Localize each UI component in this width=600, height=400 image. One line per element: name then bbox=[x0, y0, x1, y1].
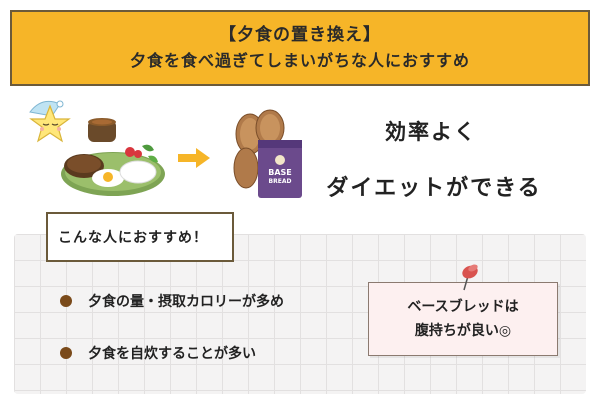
bread-label-main: BASE bbox=[268, 168, 292, 177]
base-bread-package-icon: BASE BREAD bbox=[226, 106, 308, 202]
header-banner: 【夕食の置き換え】 夕食を食べ過ぎてしまいがちな人におすすめ bbox=[10, 10, 590, 86]
list-item: 夕食を自炊することが多い bbox=[60, 340, 360, 366]
catch-line-2: ダイエットができる bbox=[326, 176, 542, 201]
recommend-list: 夕食の量・摂取カロリーが多め 夕食を自炊することが多い bbox=[60, 288, 360, 392]
bullet-dot-icon bbox=[60, 295, 72, 307]
dinner-plate-icon bbox=[58, 116, 168, 198]
bullet-dot-icon bbox=[60, 347, 72, 359]
list-item-text: 夕食を自炊することが多い bbox=[88, 346, 256, 362]
bread-label-sub: BREAD bbox=[268, 178, 292, 185]
note-line-2: 腹持ちが良い◎ bbox=[414, 323, 512, 339]
header-title: 【夕食の置き換え】 bbox=[219, 25, 381, 45]
header-subtitle: 夕食を食べ過ぎてしまいがちな人におすすめ bbox=[129, 51, 470, 70]
note-line-1: ベースブレッドは bbox=[407, 299, 519, 315]
catch-line-1: 効率よく bbox=[366, 108, 496, 152]
recommend-tag: こんな人におすすめ！ bbox=[46, 212, 234, 262]
arrow-right-icon bbox=[178, 146, 212, 170]
push-pin-icon bbox=[456, 262, 482, 292]
sleeping-star-icon bbox=[22, 94, 78, 150]
list-item-text: 夕食の量・摂取カロリーが多め bbox=[88, 294, 284, 310]
bread-package-label: BASE BREAD bbox=[258, 168, 302, 186]
list-item: 夕食の量・摂取カロリーが多め bbox=[60, 288, 360, 314]
note-card: ベースブレッドは 腹持ちが良い◎ bbox=[368, 282, 558, 356]
illustration-row: BASE BREAD 効率よく ダイエットができる bbox=[0, 86, 600, 206]
